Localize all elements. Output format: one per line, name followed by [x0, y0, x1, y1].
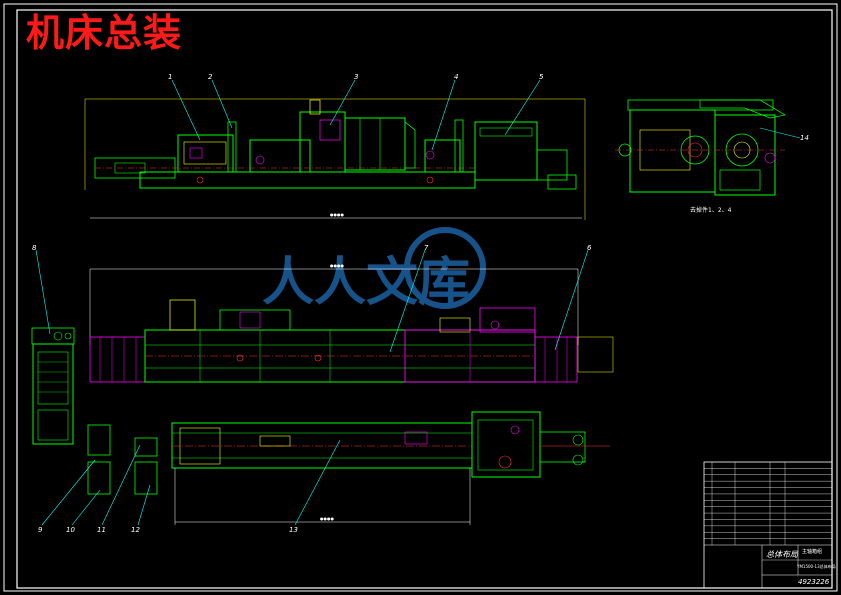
balloon-11: 11: [97, 526, 106, 534]
balloon-7: 7: [424, 244, 429, 252]
tb-drawing-number: 4923226: [798, 578, 830, 586]
bottom-view: ●●●●: [171, 411, 610, 525]
bottom-dimension-text: ●●●●: [320, 516, 334, 521]
front-dimension-text: ●●●●: [330, 212, 344, 217]
balloon-10: 10: [66, 526, 75, 534]
leaders: [35, 79, 801, 526]
side-view: 去掉件1、2、4: [615, 99, 786, 214]
small-parts-views: [87, 424, 158, 495]
balloon-13: 13: [289, 526, 298, 534]
title-block: 总体布局 主轴箱组 YM1500-13总体布局 4923226: [703, 461, 836, 589]
front-view: ●●●●: [84, 98, 586, 220]
balloon-6: 6: [587, 244, 592, 252]
balloon-1: 1: [168, 73, 172, 81]
tb-drawing-title: 总体布局: [766, 550, 799, 559]
balloon-14: 14: [800, 134, 809, 142]
drawing-title: 机床总装: [26, 11, 183, 55]
tb-material: 主轴箱组: [802, 548, 822, 555]
watermark-text: 人人文库: [262, 252, 470, 313]
outer-border: [3, 3, 838, 592]
side-view-note: 去掉件1、2、4: [690, 206, 732, 214]
balloon-5: 5: [539, 73, 544, 81]
balloon-labels: 1 2 3 4 5 8 7 6 9 10 11 12 13 14: [32, 73, 809, 534]
watermark: 人人文库: [262, 227, 486, 313]
balloon-3: 3: [354, 73, 358, 81]
balloon-12: 12: [131, 526, 140, 534]
balloon-9: 9: [38, 526, 43, 534]
left-detail-view: [31, 327, 75, 445]
tb-code-line: YM1500-13总体布局: [796, 563, 836, 569]
balloon-4: 4: [454, 73, 458, 81]
middle-dimension-text: ●●●●: [330, 263, 344, 268]
middle-view: ●●●●: [89, 263, 614, 383]
balloon-2: 2: [208, 73, 213, 81]
inner-border: [16, 9, 833, 589]
balloon-8: 8: [32, 244, 37, 252]
